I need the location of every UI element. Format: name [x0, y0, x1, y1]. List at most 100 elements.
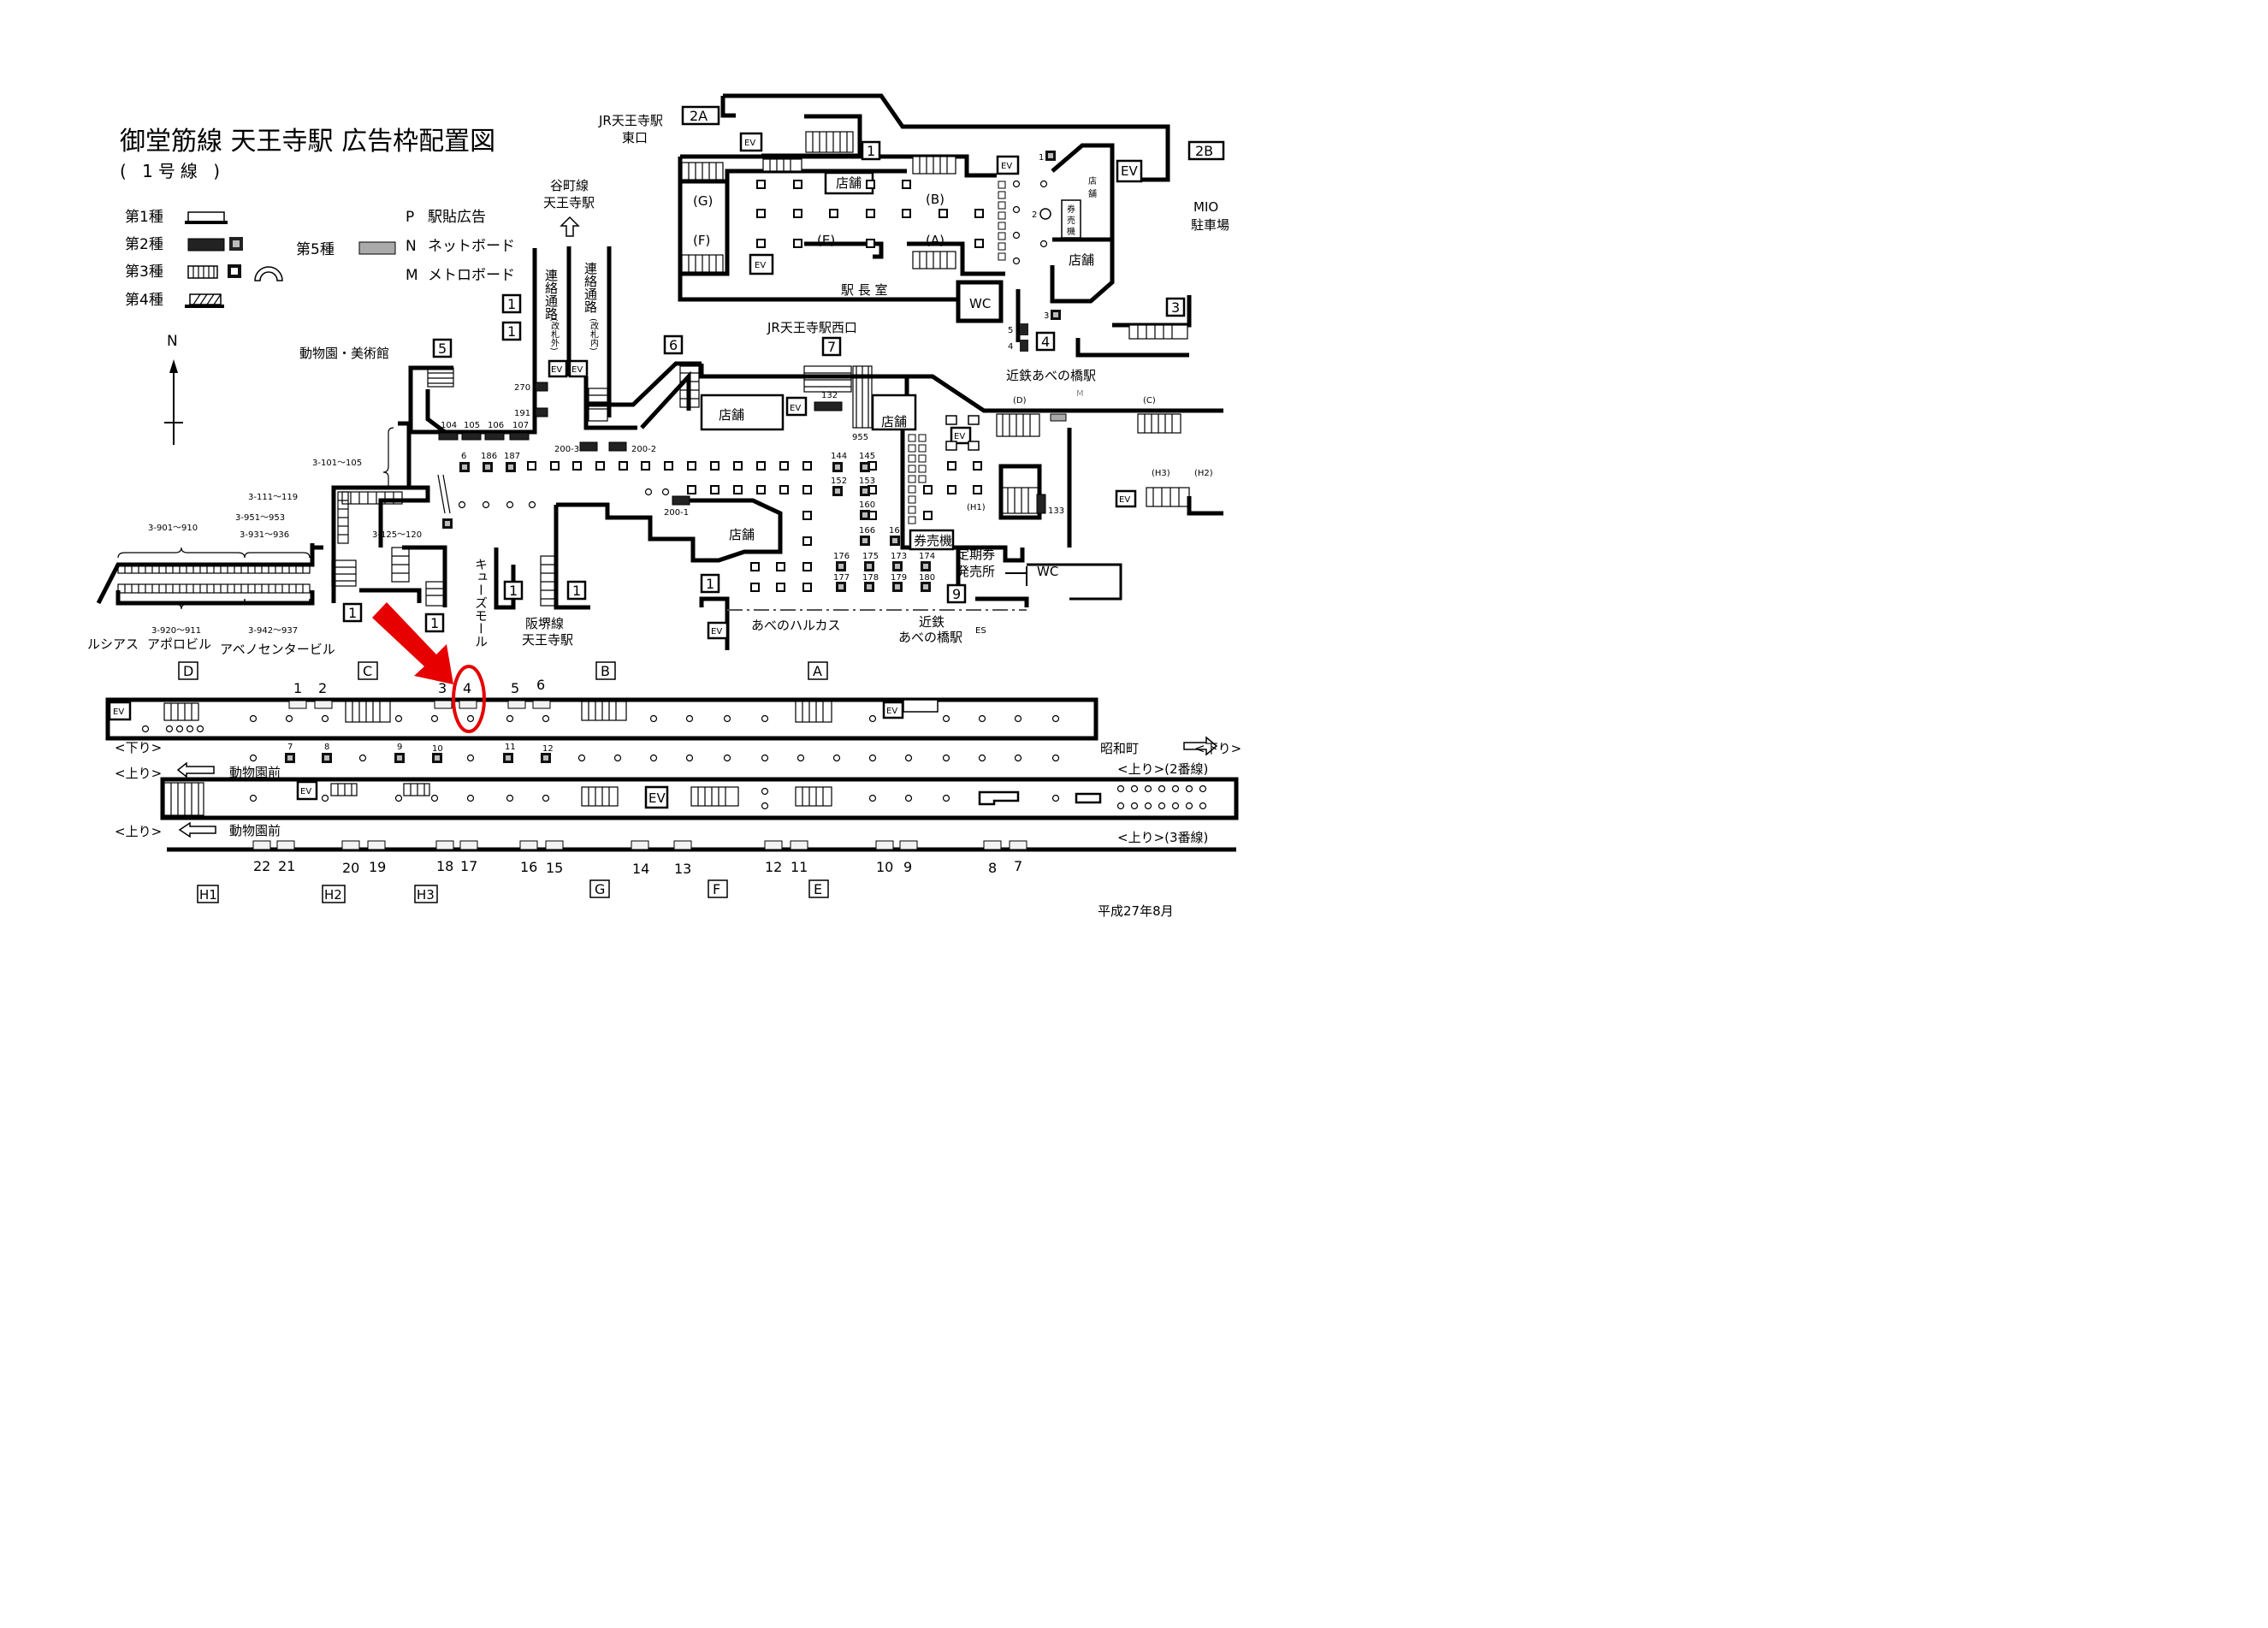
platform-ad-5: 5 — [511, 680, 519, 696]
range-3-901: 3-901～910 — [148, 524, 198, 533]
lucias-label: ルシアス — [87, 636, 139, 652]
direction-up-left: <上り> — [115, 766, 162, 781]
platform-ad-17: 17 — [460, 858, 477, 874]
range-3-125: 3-125～120 — [372, 530, 422, 540]
range-3-942: 3-942～937 — [248, 626, 298, 636]
ev-label: EV — [954, 432, 965, 441]
legend-m-label: メトロボード — [428, 267, 515, 284]
up-arrow-icon — [560, 216, 580, 237]
exit-4: 4 — [1041, 334, 1050, 350]
sub-exit-h1: (H1) — [967, 503, 986, 512]
exit-g: G — [595, 881, 605, 897]
renraku-inside-note: (改札内) — [589, 318, 599, 351]
store-label: 店舗 — [719, 407, 744, 423]
jr-east-label-1: JR天王寺駅 — [598, 113, 663, 128]
map-subtitle: ( 1号線 ) — [120, 161, 225, 181]
ad-186: 186 — [481, 452, 497, 461]
legend-p-label: 駅貼広告 — [428, 209, 486, 226]
range-3-931: 3-931～936 — [240, 530, 289, 540]
exit-d: D — [183, 663, 193, 679]
exit-9: 9 — [952, 586, 961, 602]
legend-p-letter: P — [406, 209, 414, 226]
platform-ad-9: 9 — [397, 743, 402, 752]
ad-squares: 6 186 187 144 145 152 153 160 166 167 17… — [459, 415, 980, 592]
sub-exit-d: (D) — [1013, 396, 1027, 406]
concourse-circles — [458, 488, 670, 509]
platform-ad-11: 11 — [505, 743, 516, 752]
direction-down-right: <下り> — [1194, 741, 1241, 756]
platform-ad-9b: 9 — [903, 859, 912, 875]
legend-n-letter: N — [406, 238, 417, 255]
ad-167: 167 — [889, 526, 905, 536]
exit-1: 1 — [507, 323, 516, 340]
legend-type1-base — [185, 221, 228, 224]
ticket-vertical-2: 売 — [1067, 215, 1075, 226]
ad-160: 160 — [859, 500, 875, 510]
kintetsu-label-2: あべの橋駅 — [898, 630, 962, 645]
platform-ad-6: 6 — [536, 677, 545, 693]
ad-200-1: 200-1 — [664, 508, 689, 518]
ad-180: 180 — [919, 573, 935, 583]
pillar-grid-east — [756, 180, 984, 248]
gate-column — [908, 434, 927, 524]
exit-6: 6 — [669, 337, 678, 353]
exit-5: 5 — [438, 340, 447, 357]
harukas-label: あべのハルカス — [751, 618, 841, 633]
exit-1: 1 — [509, 583, 518, 599]
legend-type2-square-inner — [233, 240, 240, 247]
ticket-vertical-1: 券 — [1067, 204, 1075, 215]
ev-label: EV — [744, 139, 755, 148]
mio-label-2: 駐車場 — [1191, 217, 1229, 233]
exit-f: F — [713, 881, 720, 897]
ad-153: 153 — [859, 477, 875, 486]
ev-label: EV — [551, 365, 562, 375]
apollo-label: アポロビル — [147, 636, 211, 652]
wc-label: WC — [969, 296, 991, 311]
legend-type5-swatch — [358, 241, 396, 255]
range-3-101: 3-101～105 — [312, 459, 362, 468]
area-label-f: (E) — [817, 233, 835, 248]
ev-label: EV — [648, 790, 666, 806]
ad-175: 175 — [862, 552, 879, 561]
platform-ad-12b: 12 — [765, 859, 782, 875]
ad-173: 173 — [891, 552, 907, 561]
exit-c: C — [363, 663, 372, 679]
platform-ad-7: 7 — [287, 743, 293, 752]
station-ad-layout-map: 御堂筋線 天王寺駅 広告枠配置図 ( 1号線 ) 第1種 第2種 第3種 第4種 — [87, 93, 1241, 919]
exit-1: 1 — [706, 576, 714, 592]
sub-exit-h2: (H3) — [1152, 469, 1170, 478]
direction-down-left: <下り> — [115, 740, 162, 755]
ad-191: 191 — [514, 409, 530, 418]
exit-h3: H3 — [417, 887, 435, 903]
ev-label: EV — [113, 707, 124, 717]
exit-e: E — [814, 881, 822, 897]
teiki-label-1: 定期券 — [956, 547, 995, 562]
platform-ad-16: 16 — [520, 859, 537, 875]
ad-955: 955 — [852, 433, 868, 442]
tanimachi-label-2: 天王寺駅 — [543, 195, 595, 210]
area-label-e: (A) — [926, 233, 945, 248]
ad-200-3: 200-3 — [554, 445, 579, 454]
ad-145: 145 — [859, 452, 875, 461]
platform-ad-10b: 10 — [876, 859, 893, 875]
jr-ad-4: 4 — [1008, 342, 1013, 352]
tanimachi-label-1: 谷町線 — [550, 178, 589, 193]
jr-ad-2: 2 — [1032, 210, 1037, 220]
legend-type3-swatch — [187, 265, 218, 279]
es-label: ES — [975, 626, 986, 636]
jr-ad-1: 1 — [1039, 153, 1044, 163]
exit-h1: H1 — [199, 887, 217, 903]
legend-type3: 第3種 — [125, 263, 163, 281]
highlight-circle — [452, 665, 486, 733]
platform-ad-12: 12 — [542, 744, 554, 754]
platform-ad-8b: 8 — [988, 860, 997, 876]
legend-m-letter: M — [406, 267, 418, 284]
teiki-label-2: 発売所 — [956, 564, 995, 579]
legend-type3-arch-icon — [254, 266, 283, 281]
exit-1: 1 — [867, 143, 875, 159]
zoo-museum-label: 動物園・美術館 — [299, 346, 389, 361]
ad-176: 176 — [833, 552, 850, 561]
renraku-outside: 連絡通路 (改札外) — [543, 269, 560, 351]
ad-144: 144 — [831, 452, 847, 461]
ticket-machine-label: 券売機 — [914, 533, 952, 548]
